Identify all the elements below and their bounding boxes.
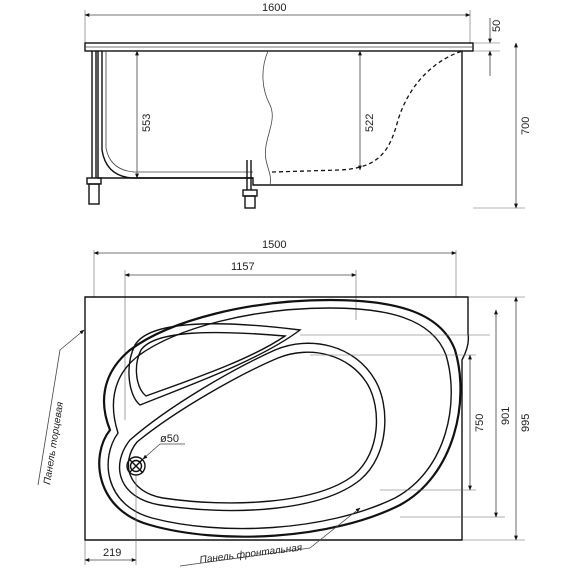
headrest-inner: [135, 331, 288, 397]
tub-rim-inner: [107, 307, 452, 530]
tub-rim-contour: [98, 298, 462, 538]
break-line: [262, 50, 273, 186]
dim-depth-mid-label: 901: [500, 407, 512, 425]
dim-depth-left-label: 553: [141, 114, 153, 132]
leader-end-panel: [59, 329, 85, 351]
basin-contour: [118, 342, 386, 512]
tub-outer-contour: [84, 296, 470, 541]
headrest-contour: [128, 323, 302, 406]
side-view: 1600 553 522: [84, 2, 532, 209]
dim-depth-inner-label: 750: [474, 414, 486, 432]
dim-inner-width-label: 1157: [231, 261, 255, 273]
label-front-panel: Панель фронтальная: [199, 541, 304, 566]
tub-body-outline: [97, 51, 463, 186]
dim-height-label: 700: [520, 117, 532, 135]
top-view: 1500 1157 750 901 995: [37, 239, 532, 567]
dim-offset-label: 219: [103, 547, 121, 559]
dim-depth-right-label: 522: [364, 114, 376, 132]
label-end-panel: Панель торцевая: [42, 400, 66, 485]
legs: [86, 51, 258, 209]
dim-depth-total-label: 995: [520, 414, 532, 432]
leader-end-panel-shelf: [37, 349, 61, 486]
drain-icon: [126, 456, 146, 476]
basin-inner-left: [105, 51, 253, 173]
dim-drain-label: ø50: [160, 433, 179, 445]
dim-line-drain: [142, 443, 161, 460]
leader-front-panel: [309, 507, 361, 549]
dim-length-label: 1600: [262, 2, 286, 14]
basin-inner: [127, 351, 378, 504]
basin-section-left: [101, 51, 253, 179]
leader-front-panel-shelf: [179, 547, 311, 567]
dim-rim-label: 50: [491, 20, 503, 32]
basin-hidden-right: [271, 50, 463, 173]
dim-width-label: 1500: [262, 239, 286, 251]
